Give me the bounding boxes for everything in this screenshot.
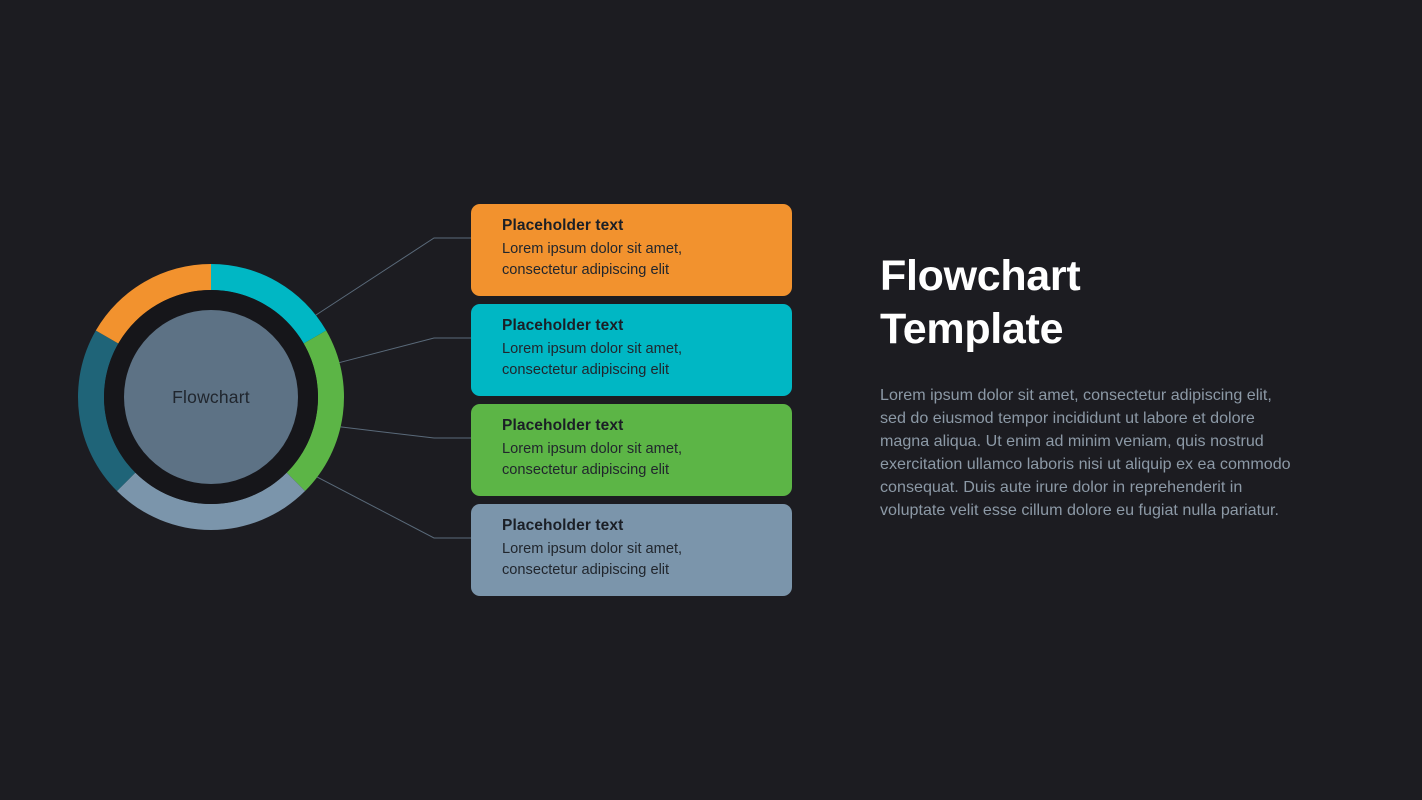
connector-line [340,426,471,439]
card-item[interactable]: Placeholder text Lorem ipsum dolor sit a… [471,504,792,596]
slate-blue-segment[interactable] [116,472,306,530]
card-title: Placeholder text [502,517,624,534]
card-title: Placeholder text [502,417,624,434]
card-body: Lorem ipsum dolor sit amet, consectetur … [502,340,683,379]
donut-svg [78,264,344,530]
right-panel: Flowchart Template Lorem ipsum dolor sit… [880,250,1310,523]
card-item[interactable]: Placeholder text Lorem ipsum dolor sit a… [471,304,792,396]
connector-line [339,337,471,364]
card-body: Lorem ipsum dolor sit amet, consectetur … [502,240,683,279]
donut-ring [78,264,344,530]
card-item[interactable]: Placeholder text Lorem ipsum dolor sit a… [471,204,792,296]
cards-list: Placeholder text Lorem ipsum dolor sit a… [471,204,792,596]
page-title: Flowchart Template [880,252,1081,354]
donut-chart: Flowchart [78,264,344,530]
card-title: Placeholder text [502,317,624,334]
card-title: Placeholder text [502,217,624,234]
donut-center-circle [124,310,298,484]
card-body: Lorem ipsum dolor sit amet, consectetur … [502,540,683,579]
green-segment[interactable] [286,330,344,492]
dark-teal-segment[interactable] [78,330,136,492]
card-body: Lorem ipsum dolor sit amet, consectetur … [502,440,683,479]
description-paragraph: Lorem ipsum dolor sit amet, consectetur … [880,385,1291,520]
teal-segment[interactable] [211,264,327,344]
card-item[interactable]: Placeholder text Lorem ipsum dolor sit a… [471,404,792,496]
orange-segment[interactable] [95,264,211,344]
